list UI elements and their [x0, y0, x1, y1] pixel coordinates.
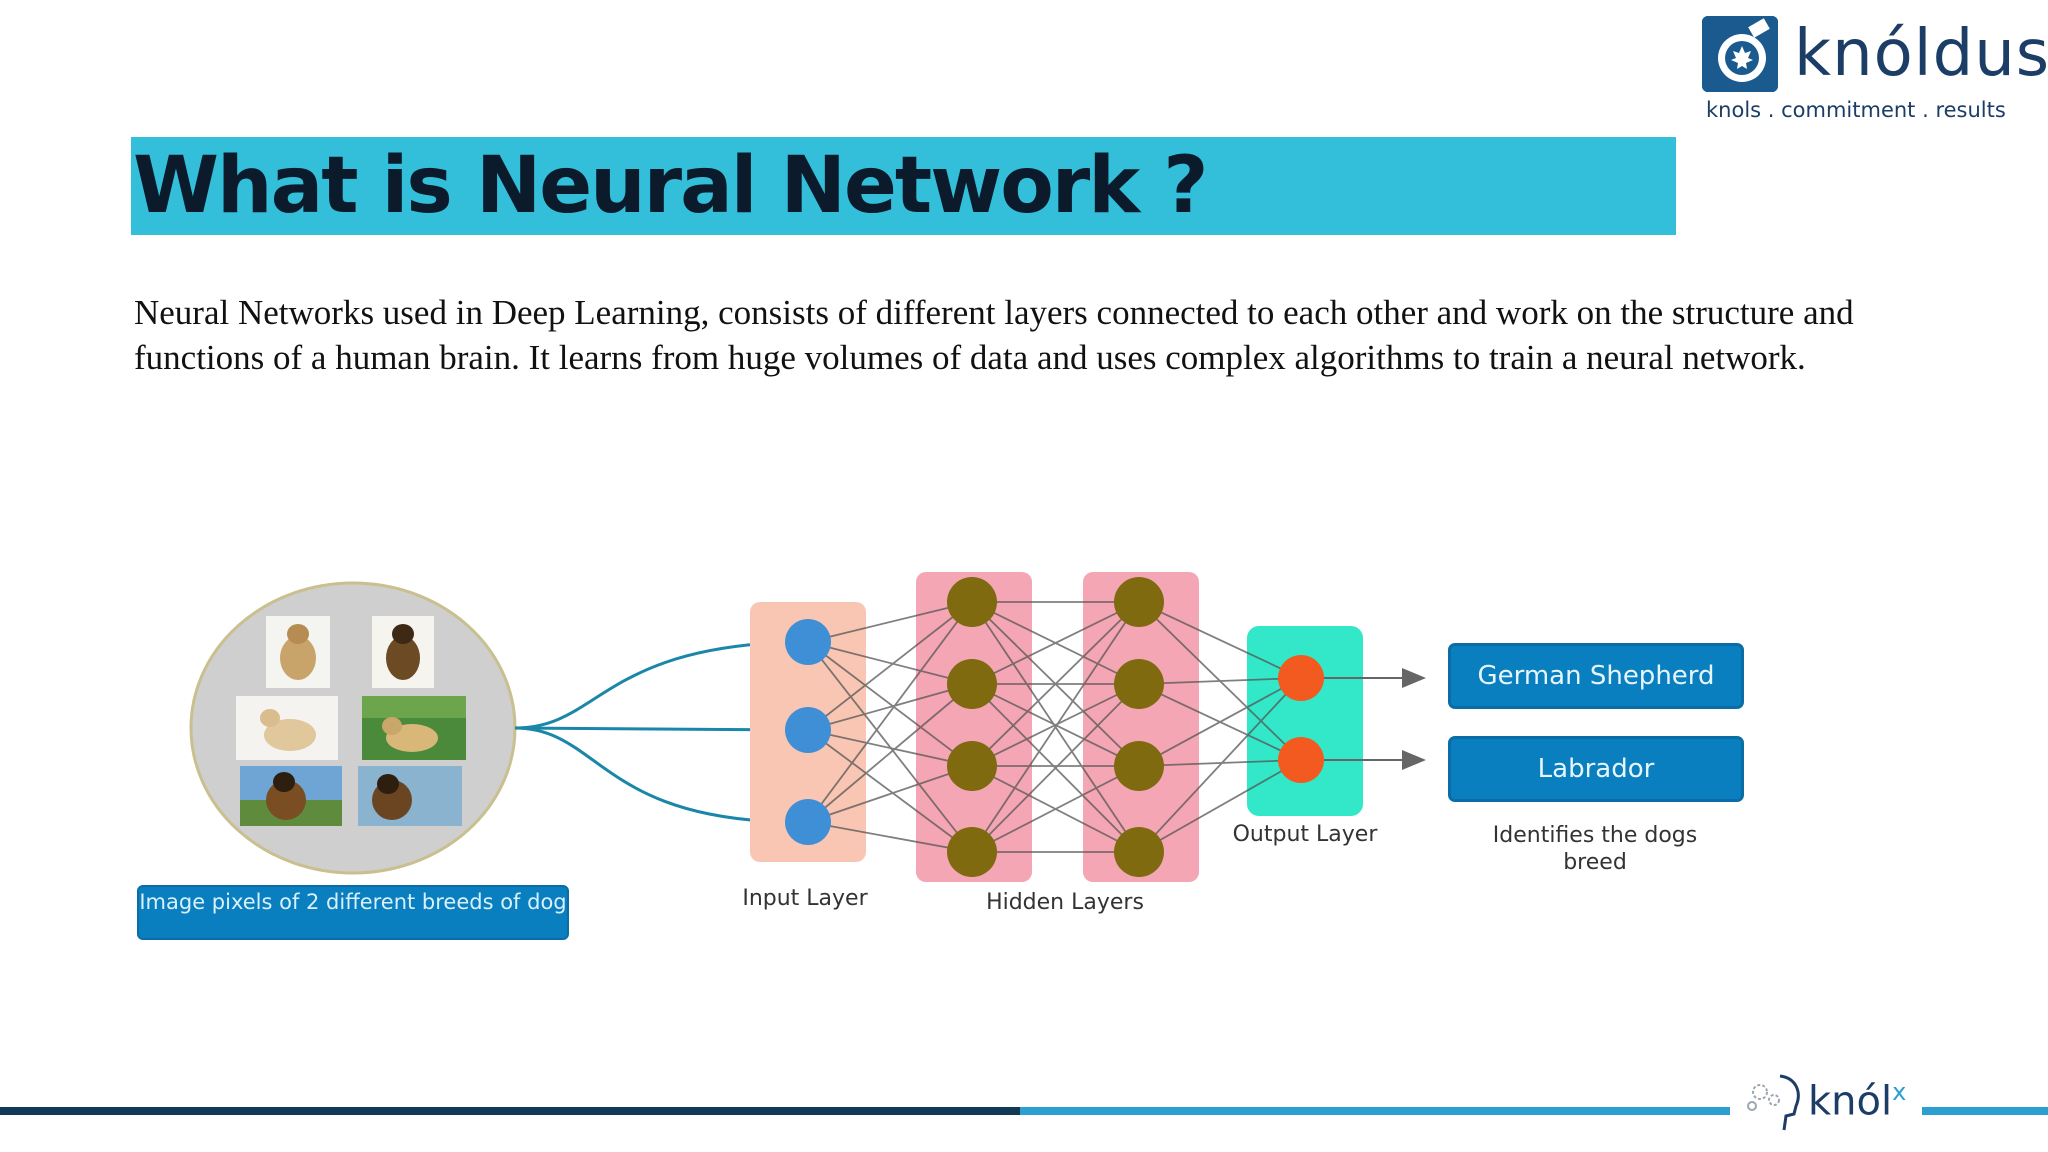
input-node — [785, 707, 831, 753]
network-connections — [807, 601, 1302, 853]
hidden-node — [1114, 577, 1164, 627]
knolx-suffix: x — [1892, 1078, 1907, 1106]
hidden-nodes-2 — [1114, 577, 1164, 877]
maple-leaf-circle-icon — [1702, 16, 1778, 92]
input-nodes — [785, 619, 831, 845]
hidden-node — [947, 827, 997, 877]
hidden-nodes-1 — [947, 577, 997, 877]
hidden-layers-label: Hidden Layers — [986, 890, 1144, 915]
output-box-german-shepherd: German Shepherd — [1448, 643, 1744, 709]
result-note: Identifies the dogs breed — [1492, 823, 1698, 875]
knoldus-logo: knóldus knols . commitment . results — [1702, 14, 2048, 124]
dog-photo — [358, 766, 462, 826]
knolx-wordmark: knólx — [1808, 1078, 1906, 1124]
input-node — [785, 619, 831, 665]
dog-photo — [362, 696, 466, 760]
hidden-layer-band-2 — [1083, 572, 1199, 882]
hidden-node — [1114, 827, 1164, 877]
dog-photo — [236, 696, 338, 760]
body-paragraph: Neural Networks used in Deep Learning, c… — [134, 293, 1854, 377]
output-box-labrador: Labrador — [1448, 736, 1744, 802]
hidden-node — [1114, 659, 1164, 709]
dog-photo — [266, 616, 330, 688]
input-node — [785, 799, 831, 845]
logo-wordmark: knóldus — [1794, 17, 2048, 91]
footer-line-dark — [0, 1107, 1020, 1115]
title-band — [131, 137, 1676, 235]
hidden-node — [947, 741, 997, 791]
input-caption-box: Image pixels of 2 different breeds of do… — [137, 885, 569, 940]
knolx-word: knól — [1808, 1078, 1893, 1125]
output-layer-band — [1247, 626, 1363, 816]
network-svg — [189, 572, 1426, 882]
logo-tagline: knols . commitment . results — [1706, 98, 2006, 122]
neural-network-diagram: Image pixels of 2 different breeds of do… — [130, 560, 1770, 950]
hidden-node — [947, 659, 997, 709]
dog-photo — [240, 766, 342, 826]
output-node — [1278, 655, 1324, 701]
hidden-node — [1114, 741, 1164, 791]
input-layer-label: Input Layer — [742, 886, 868, 911]
slide-title: What is Neural Network ? — [133, 141, 1209, 231]
hidden-node — [947, 577, 997, 627]
dog-photo — [372, 616, 434, 688]
footer-line-light-right — [1922, 1107, 2048, 1115]
knolx-logo: knólx — [1738, 1068, 1918, 1138]
output-nodes — [1278, 655, 1324, 783]
dog-photos — [236, 616, 466, 826]
output-layer-label: Output Layer — [1232, 822, 1378, 847]
footer-line-light — [1020, 1107, 1730, 1115]
head-gears-icon — [1747, 1074, 1800, 1131]
output-node — [1278, 737, 1324, 783]
